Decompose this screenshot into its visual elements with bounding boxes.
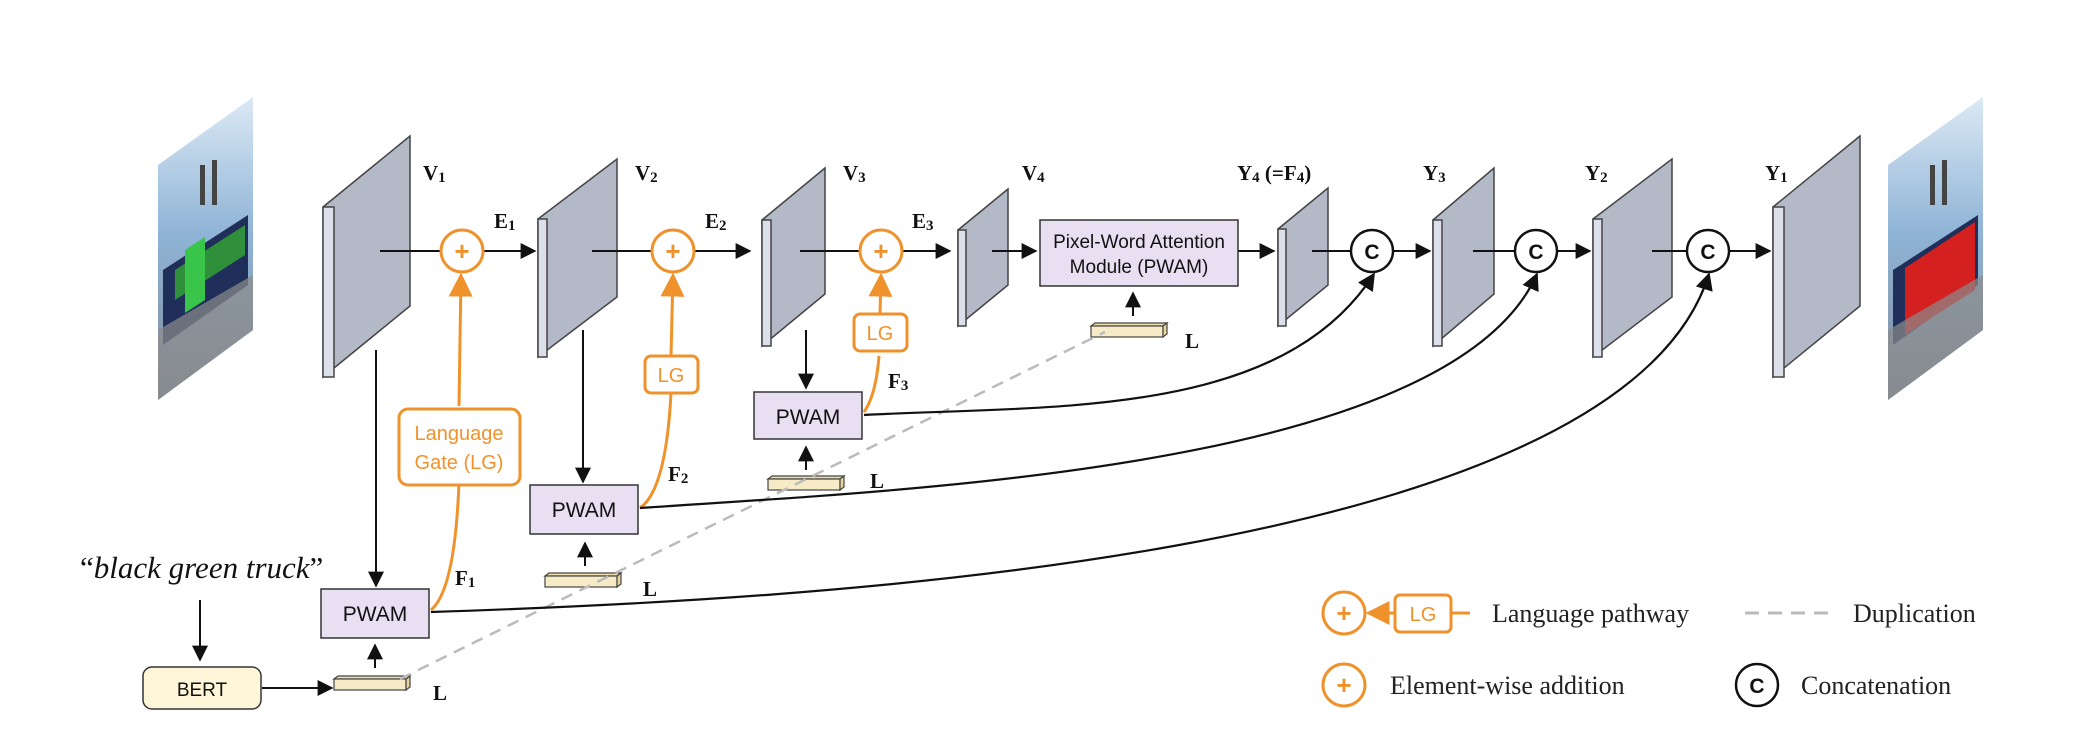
lg-label-3: LG	[867, 323, 894, 345]
duplication-line	[399, 330, 1106, 681]
encoder-to-pwam-arrows	[368, 330, 814, 588]
feature-map-y3	[1432, 166, 1495, 348]
svg-text:+: +	[873, 236, 888, 266]
legend: + LG Language pathway Duplication + Elem…	[1321, 590, 1976, 708]
plus-node-3: +	[858, 228, 904, 274]
legend-element-wise: Element-wise addition	[1390, 671, 1625, 700]
language-gate-1: Language Gate (LG)	[397, 407, 522, 487]
label-y4: Y4 (=F4)	[1237, 161, 1311, 186]
svg-text:LG: LG	[1410, 604, 1437, 626]
pwam-label-2: PWAM	[552, 499, 617, 522]
bert-box: BERT	[142, 666, 262, 710]
language-gate-2: LG	[643, 354, 700, 395]
svg-text:C: C	[1749, 675, 1764, 698]
plus-node-2: +	[650, 228, 696, 274]
svg-text:+: +	[665, 236, 680, 266]
pwam-label-1: PWAM	[343, 603, 408, 626]
feature-map-y2	[1592, 157, 1673, 359]
lg-gate-line1: Language	[415, 423, 504, 445]
language-pathway	[429, 272, 893, 612]
lang-label-l1: L	[433, 681, 447, 705]
input-image	[158, 97, 253, 400]
lang-label-l2: L	[643, 577, 657, 601]
feature-map-v4	[957, 187, 1009, 328]
label-e2: E2	[705, 209, 727, 234]
svg-text:C: C	[1364, 241, 1379, 264]
svg-text:C: C	[1700, 241, 1715, 264]
output-image	[1888, 97, 1983, 400]
feature-map-y1	[1772, 134, 1861, 379]
bert-label: BERT	[177, 680, 228, 701]
legend-lg-box: LG	[1393, 593, 1453, 634]
legend-plus-icon-2: +	[1321, 662, 1367, 708]
feature-map-v1	[322, 134, 411, 379]
concat-node-2: C	[1513, 228, 1559, 274]
label-v2: V2	[635, 161, 658, 186]
legend-concatenation: Concatenation	[1801, 671, 1951, 700]
label-e3: E3	[912, 209, 934, 234]
pwam-label-3: PWAM	[776, 406, 841, 429]
feature-map-v2	[537, 157, 618, 359]
label-f1: F1	[455, 566, 475, 591]
lang-feature-l1	[332, 674, 412, 692]
lg-label-2: LG	[658, 365, 685, 387]
concat-node-1: C	[1349, 228, 1395, 274]
lang-to-pwam-arrows	[367, 291, 1141, 668]
pwam-box-1: PWAM	[320, 588, 430, 639]
lang-feature-l2	[543, 571, 623, 589]
legend-plus-icon-1: +	[1321, 590, 1367, 636]
plus-node-1: +	[439, 228, 485, 274]
pwam-box-main: Pixel-Word Attention Module (PWAM)	[1039, 219, 1239, 287]
label-f3: F3	[888, 369, 908, 394]
concat-node-3: C	[1685, 228, 1731, 274]
pwam-main-line2: Module (PWAM)	[1070, 257, 1209, 278]
label-y3: Y3	[1423, 161, 1446, 186]
feature-map-y4	[1277, 186, 1329, 328]
input-expression: “black green truck”	[80, 550, 323, 585]
label-y2: Y2	[1585, 161, 1608, 186]
svg-text:+: +	[454, 236, 469, 266]
svg-text:C: C	[1528, 241, 1543, 264]
legend-concat-icon: C	[1734, 662, 1780, 708]
legend-duplication: Duplication	[1853, 599, 1976, 628]
label-f2: F2	[668, 462, 688, 487]
label-y1: Y1	[1765, 161, 1788, 186]
feature-map-v3	[761, 166, 826, 348]
label-v3: V3	[843, 161, 866, 186]
lang-feature-l4	[1089, 321, 1169, 339]
label-v4: V4	[1022, 161, 1045, 186]
lang-label-l4: L	[1185, 329, 1199, 353]
label-v1: V1	[423, 161, 446, 186]
lg-gate-line2: Gate (LG)	[415, 452, 504, 474]
pwam-box-3: PWAM	[753, 391, 863, 440]
svg-text:+: +	[1336, 670, 1351, 700]
lang-label-l3: L	[870, 469, 884, 493]
pwam-main-line1: Pixel-Word Attention	[1053, 232, 1225, 253]
language-gate-3: LG	[852, 312, 909, 353]
lang-feature-l3	[766, 474, 846, 492]
label-e1: E1	[494, 209, 516, 234]
legend-language-pathway: Language pathway	[1492, 599, 1689, 628]
svg-text:+: +	[1336, 598, 1351, 628]
pwam-box-2: PWAM	[529, 484, 639, 535]
skip-connections	[430, 272, 1713, 614]
